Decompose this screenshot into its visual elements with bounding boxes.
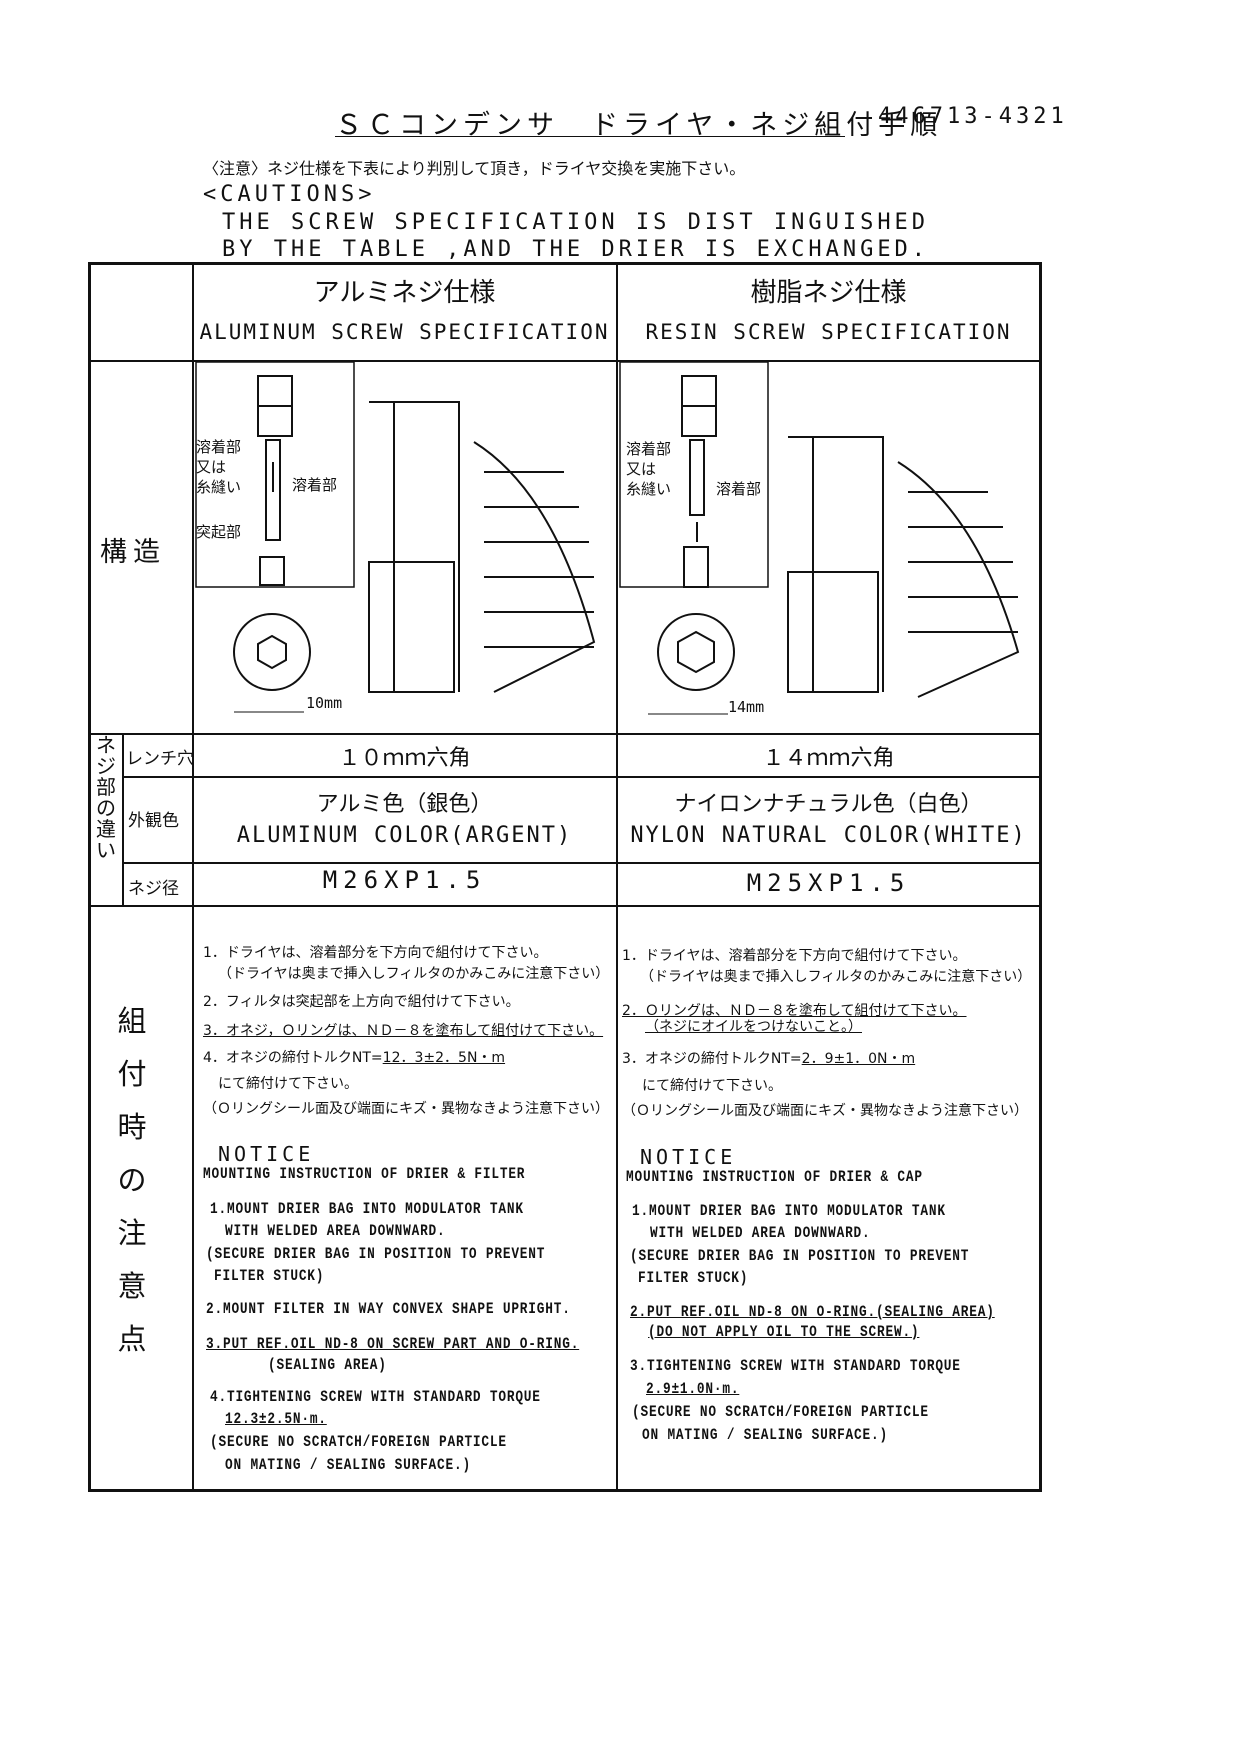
text-notes-left-en-3: (SECURE DRIER BAG IN POSITION TO PREVENT <box>206 1245 546 1263</box>
text-notes-right-jp-4: 3．オネジの締付トルクNT= <box>622 1051 802 1067</box>
text-notes-right-en-1: 1.MOUNT DRIER BAG INTO MODULATOR TANK <box>632 1202 946 1220</box>
aluminum-spec-jp: アルミネジ仕様 <box>313 278 496 308</box>
text-notes-right-notice: NOTICE <box>640 1145 737 1169</box>
document-number: 446713-4321 <box>878 104 1068 129</box>
caution-jp: 〈注意〉ネジ仕様を下表により判別して頂き，ドライヤ交換を実施下さい。 <box>203 159 746 178</box>
label-welded-area: 溶着部 <box>196 438 241 456</box>
text-notes-right-jp-6: にて締付けて下さい。 <box>642 1078 782 1094</box>
caution-en-line2: BY THE TABLE ,AND THE DRIER IS EXCHANGED… <box>222 237 930 262</box>
resin-spec-jp: 樹脂ネジ仕様 <box>750 278 907 308</box>
text-columns-0-labels-3: 溶着部 <box>292 476 337 494</box>
text-notes-right-en-10: ON MATING / SEALING SURFACE.) <box>642 1426 888 1444</box>
text-notes-left-en-11: ON MATING / SEALING SURFACE.) <box>225 1456 471 1474</box>
text-notes-left-jp-4: 4．オネジの締付トルクNT= <box>203 1050 383 1066</box>
resin-thread: M25XP1.5 <box>746 869 911 897</box>
text-notes-right-en-3: (SECURE DRIER BAG IN POSITION TO PREVENT <box>630 1247 970 1265</box>
text-notes-left-en-0: MOUNTING INSTRUCTION OF DRIER & FILTER <box>203 1165 526 1183</box>
aluminum-thread: M26XP1.5 <box>322 866 487 894</box>
text-notes-left-en-7: (SEALING AREA) <box>268 1356 387 1374</box>
text-notes-left-en-8: 4.TIGHTENING SCREW WITH STANDARD TORQUE <box>210 1388 541 1406</box>
row-label-structure: 構造 <box>100 537 166 568</box>
text-notes-right-en-4: FILTER STUCK) <box>638 1269 749 1287</box>
document-title: ＳＣコンデンサ ドライヤ・ネジ組付手順 <box>335 110 943 141</box>
text-notes-left-en-1: 1.MOUNT DRIER BAG INTO MODULATOR TANK <box>210 1200 524 1218</box>
text-notes-left-en-2: WITH WELDED AREA DOWNWARD. <box>225 1222 446 1240</box>
text-columns-1-labels-1: 又は <box>626 460 656 478</box>
text-columns-0-labels-2: 糸縫い <box>196 478 241 496</box>
text-notes-right-en-8: 2.9±1.0N·m. <box>646 1380 740 1398</box>
text-notes-right-jp-5: 2．9±1．0N・m <box>801 1051 916 1067</box>
text-notes-right-jp-1: （ドライヤは奥まで挿入しフィルタのかみこみに注意下さい） <box>640 969 1032 985</box>
dimension-14mm: 14mm <box>728 698 764 716</box>
aluminum-structure-diagram: 溶着部 又は 糸縫い 溶着部 突起部 10mm <box>195 362 596 713</box>
caution-en-line1: THE SCREW SPECIFICATION IS DIST INGUISHE… <box>222 210 930 235</box>
resin-color-en: NYLON NATURAL COLOR(WHITE) <box>630 823 1027 848</box>
notice-heading: NOTICE <box>218 1142 315 1166</box>
text-notes-left-en-5: 2.MOUNT FILTER IN WAY CONVEX SHAPE UPRIG… <box>206 1300 571 1318</box>
row-label-color: 外観色 <box>128 811 179 831</box>
resin-wrench: １４ｍｍ六角 <box>762 746 895 771</box>
aluminum-wrench: １０ｍｍ六角 <box>338 746 471 771</box>
aluminum-color-en: ALUMINUM COLOR(ARGENT) <box>236 823 573 848</box>
text-columns-1-labels-0: 溶着部 <box>626 440 671 458</box>
text-notes-left-jp-7: （Ｏリングシール面及び端面にキズ・異物なきよう注意下さい） <box>203 1101 609 1117</box>
text-notes-right-en-5: 2.PUT REF.OIL ND-8 ON O-RING.(SEALING AR… <box>630 1303 995 1321</box>
row-label-screw-diff: ネジ部の違い <box>96 733 116 862</box>
label-protrusion: 突起部 <box>196 523 241 541</box>
text-notes-right-en-7: 3.TIGHTENING SCREW WITH STANDARD TORQUE <box>630 1357 961 1375</box>
text-notes-left-jp-3: 3．オネジ，Ｏリングは、ＮＤ－８を塗布して組付けて下さい。 <box>203 1023 604 1039</box>
spec-table <box>88 262 1042 1492</box>
text-notes-right-jp-3: （ネジにオイルをつけないこと。） <box>645 1019 862 1035</box>
resin-color-jp: ナイロンナチュラル色（白色） <box>674 792 983 817</box>
text-notes-left-jp-1: （ドライヤは奥まで挿入しフィルタのかみこみに注意下さい） <box>218 966 610 982</box>
text-notes-left-en-4: FILTER STUCK) <box>214 1267 325 1285</box>
row-label-notes: 組付時の注意点 <box>117 1004 147 1356</box>
aluminum-color-jp: アルミ色（銀色） <box>316 792 493 817</box>
text-notes-left-jp-5: 12．3±2．5N・m <box>382 1050 506 1066</box>
resin-structure-diagram: 溶着部 又は 糸縫い 溶着部 14mm <box>619 362 1020 716</box>
row-label-thread: ネジ径 <box>128 879 179 899</box>
text-notes-right-jp-7: （Ｏリングシール面及び端面にキズ・異物なきよう注意下さい） <box>622 1103 1028 1119</box>
text-notes-right-jp-0: 1．ドライヤは、溶着部分を下方向で組付けて下さい。 <box>622 948 967 964</box>
text-notes-left-jp-2: 2．フィルタは突起部を上方向で組付けて下さい。 <box>203 994 520 1010</box>
text-notes-right-en-9: (SECURE NO SCRATCH/FOREIGN PARTICLE <box>632 1403 929 1421</box>
text-notes-left-jp-0: 1．ドライヤは、溶着部分を下方向で組付けて下さい。 <box>203 945 548 961</box>
caution-en-heading: <CAUTIONS> <box>203 182 376 207</box>
row-label-wrench: レンチ穴 <box>126 749 194 769</box>
text-columns-0-labels-1: 又は <box>196 458 226 476</box>
text-notes-left-en-6: 3.PUT REF.OIL ND-8 ON SCREW PART AND O-R… <box>206 1335 580 1353</box>
text-notes-left-jp-6: にて締付けて下さい。 <box>218 1076 358 1092</box>
text-notes-right-en-6: (DO NOT APPLY OIL TO THE SCREW.) <box>648 1323 920 1341</box>
resin-spec-en: RESIN SCREW SPECIFICATION <box>645 320 1012 344</box>
text-columns-1-labels-2: 糸縫い <box>626 480 671 498</box>
aluminum-spec-en: ALUMINUM SCREW SPECIFICATION <box>199 320 610 344</box>
dimension-10mm: 10mm <box>306 694 342 712</box>
text-columns-1-labels-3: 溶着部 <box>716 480 761 498</box>
text-notes-left-en-10: (SECURE NO SCRATCH/FOREIGN PARTICLE <box>210 1433 507 1451</box>
text-notes-right-jp-2: 2．Ｏリングは、ＮＤ－８を塗布して組付けて下さい。 <box>622 1003 967 1019</box>
text-notes-left-en-9: 12.3±2.5N·m. <box>225 1410 327 1428</box>
text-notes-right-en-0: MOUNTING INSTRUCTION OF DRIER & CAP <box>626 1168 923 1186</box>
text-notes-right-en-2: WITH WELDED AREA DOWNWARD. <box>650 1224 871 1242</box>
